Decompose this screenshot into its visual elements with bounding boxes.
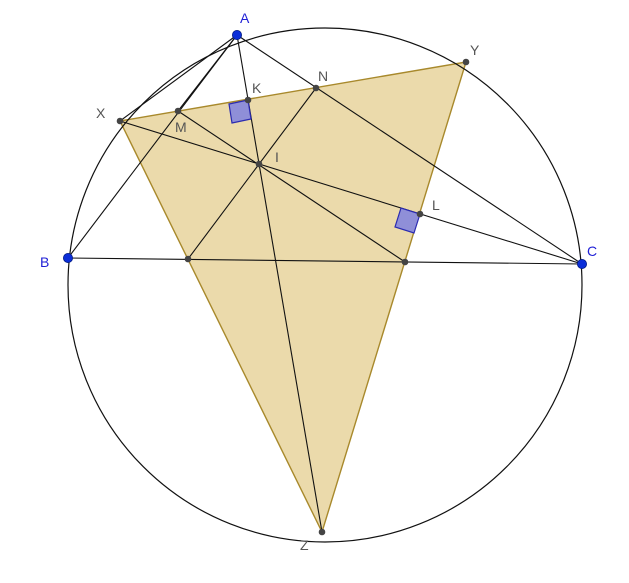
point-n	[312, 84, 320, 92]
label-a: A	[240, 10, 250, 26]
right-angle-marker-k	[228, 99, 252, 124]
point-m	[174, 107, 182, 115]
point-y	[462, 58, 470, 66]
label-k: K	[252, 80, 262, 96]
segment-ac	[236, 34, 583, 265]
line-x-c	[119, 120, 583, 265]
line-n-p	[187, 87, 317, 260]
label-y: Y	[470, 42, 480, 58]
label-x: X	[96, 105, 106, 121]
point-l	[416, 210, 424, 218]
label-i: I	[275, 149, 279, 165]
point-z	[318, 528, 326, 536]
circumcircle	[67, 27, 583, 543]
label-n: N	[318, 68, 328, 84]
label-c: C	[587, 243, 597, 259]
label-b: B	[40, 254, 49, 270]
point-x	[116, 117, 124, 125]
segment-am	[177, 34, 238, 112]
triangle-xyz	[118, 61, 468, 534]
segment-ax	[119, 34, 238, 122]
point-bc-right	[401, 258, 409, 266]
point-i	[255, 160, 263, 168]
point-bc-left	[184, 255, 192, 263]
point-a	[231, 29, 242, 40]
main-points	[63, 29, 588, 269]
point-b	[63, 252, 74, 263]
point-c	[577, 258, 588, 269]
right-angle-marker-l	[394, 207, 421, 234]
label-z: Z	[300, 537, 309, 553]
point-k	[244, 96, 252, 104]
auxiliary-points	[116, 58, 470, 536]
label-l: L	[432, 197, 440, 213]
line-m-q	[177, 110, 406, 263]
label-m: M	[175, 119, 187, 135]
segment-bc	[67, 257, 583, 265]
